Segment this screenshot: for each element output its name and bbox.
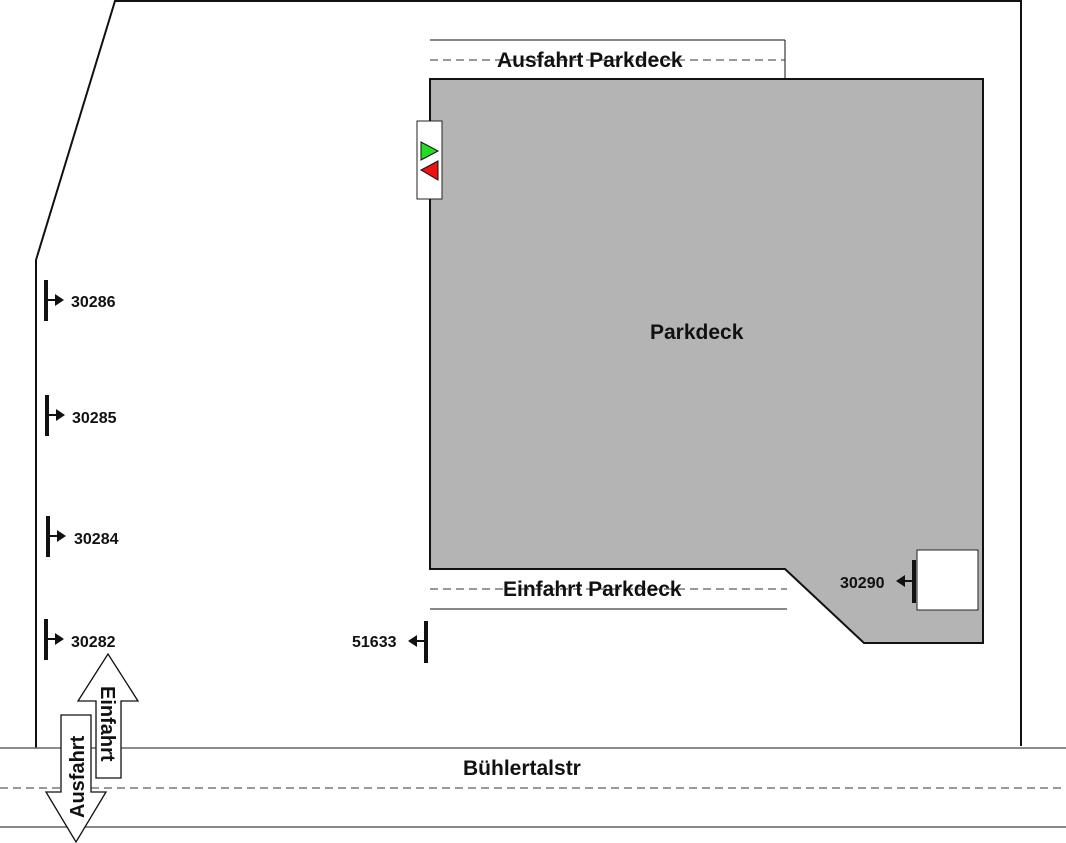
entry-lane-label: Einfahrt Parkdeck	[503, 578, 682, 601]
arrow-right-icon	[55, 294, 64, 306]
parkdeck-label: Parkdeck	[650, 321, 744, 344]
arrow-down-icon	[44, 714, 108, 843]
property-boundary	[35, 0, 1022, 748]
parkdeck-building[interactable]	[429, 78, 984, 644]
exit-arrow-label: Ausfahrt	[67, 735, 89, 818]
entry-lane: Einfahrt Parkdeck	[430, 578, 787, 610]
marker-label: 30290	[840, 575, 885, 592]
marker-30286[interactable]: 30286	[44, 280, 116, 321]
exit-lane: Ausfahrt Parkdeck	[430, 39, 786, 79]
arrow-left-icon	[408, 635, 417, 647]
ticket-booth	[916, 549, 979, 611]
marker-30285[interactable]: 30285	[45, 395, 117, 436]
marker-label: 30285	[72, 410, 117, 427]
arrow-right-icon	[56, 409, 65, 421]
arrow-left-icon	[896, 575, 905, 587]
entry-arrow: Einfahrt	[76, 652, 140, 779]
street-label: Bühlertalstr	[463, 757, 581, 780]
traffic-signal	[416, 120, 443, 200]
marker-30282[interactable]: 30282	[44, 619, 116, 660]
marker-30284[interactable]: 30284	[46, 516, 119, 557]
green-triangle-right-icon	[420, 141, 440, 161]
exit-arrow: Ausfahrt	[44, 714, 108, 843]
entry-arrow-label: Einfahrt	[96, 686, 118, 762]
marker-51633[interactable]: 51633	[352, 621, 428, 663]
marker-label: 30282	[71, 634, 116, 651]
arrow-up-icon	[76, 652, 140, 779]
street: Bühlertalstr	[0, 747, 1066, 828]
marker-label: 30286	[71, 294, 116, 311]
red-triangle-left-icon	[419, 160, 439, 181]
exit-lane-label: Ausfahrt Parkdeck	[497, 49, 683, 72]
arrow-right-icon	[57, 530, 66, 542]
arrow-right-icon	[55, 633, 64, 645]
marker-label: 30284	[74, 531, 119, 548]
marker-30290[interactable]: 30290	[840, 560, 916, 603]
marker-label: 51633	[352, 634, 397, 651]
